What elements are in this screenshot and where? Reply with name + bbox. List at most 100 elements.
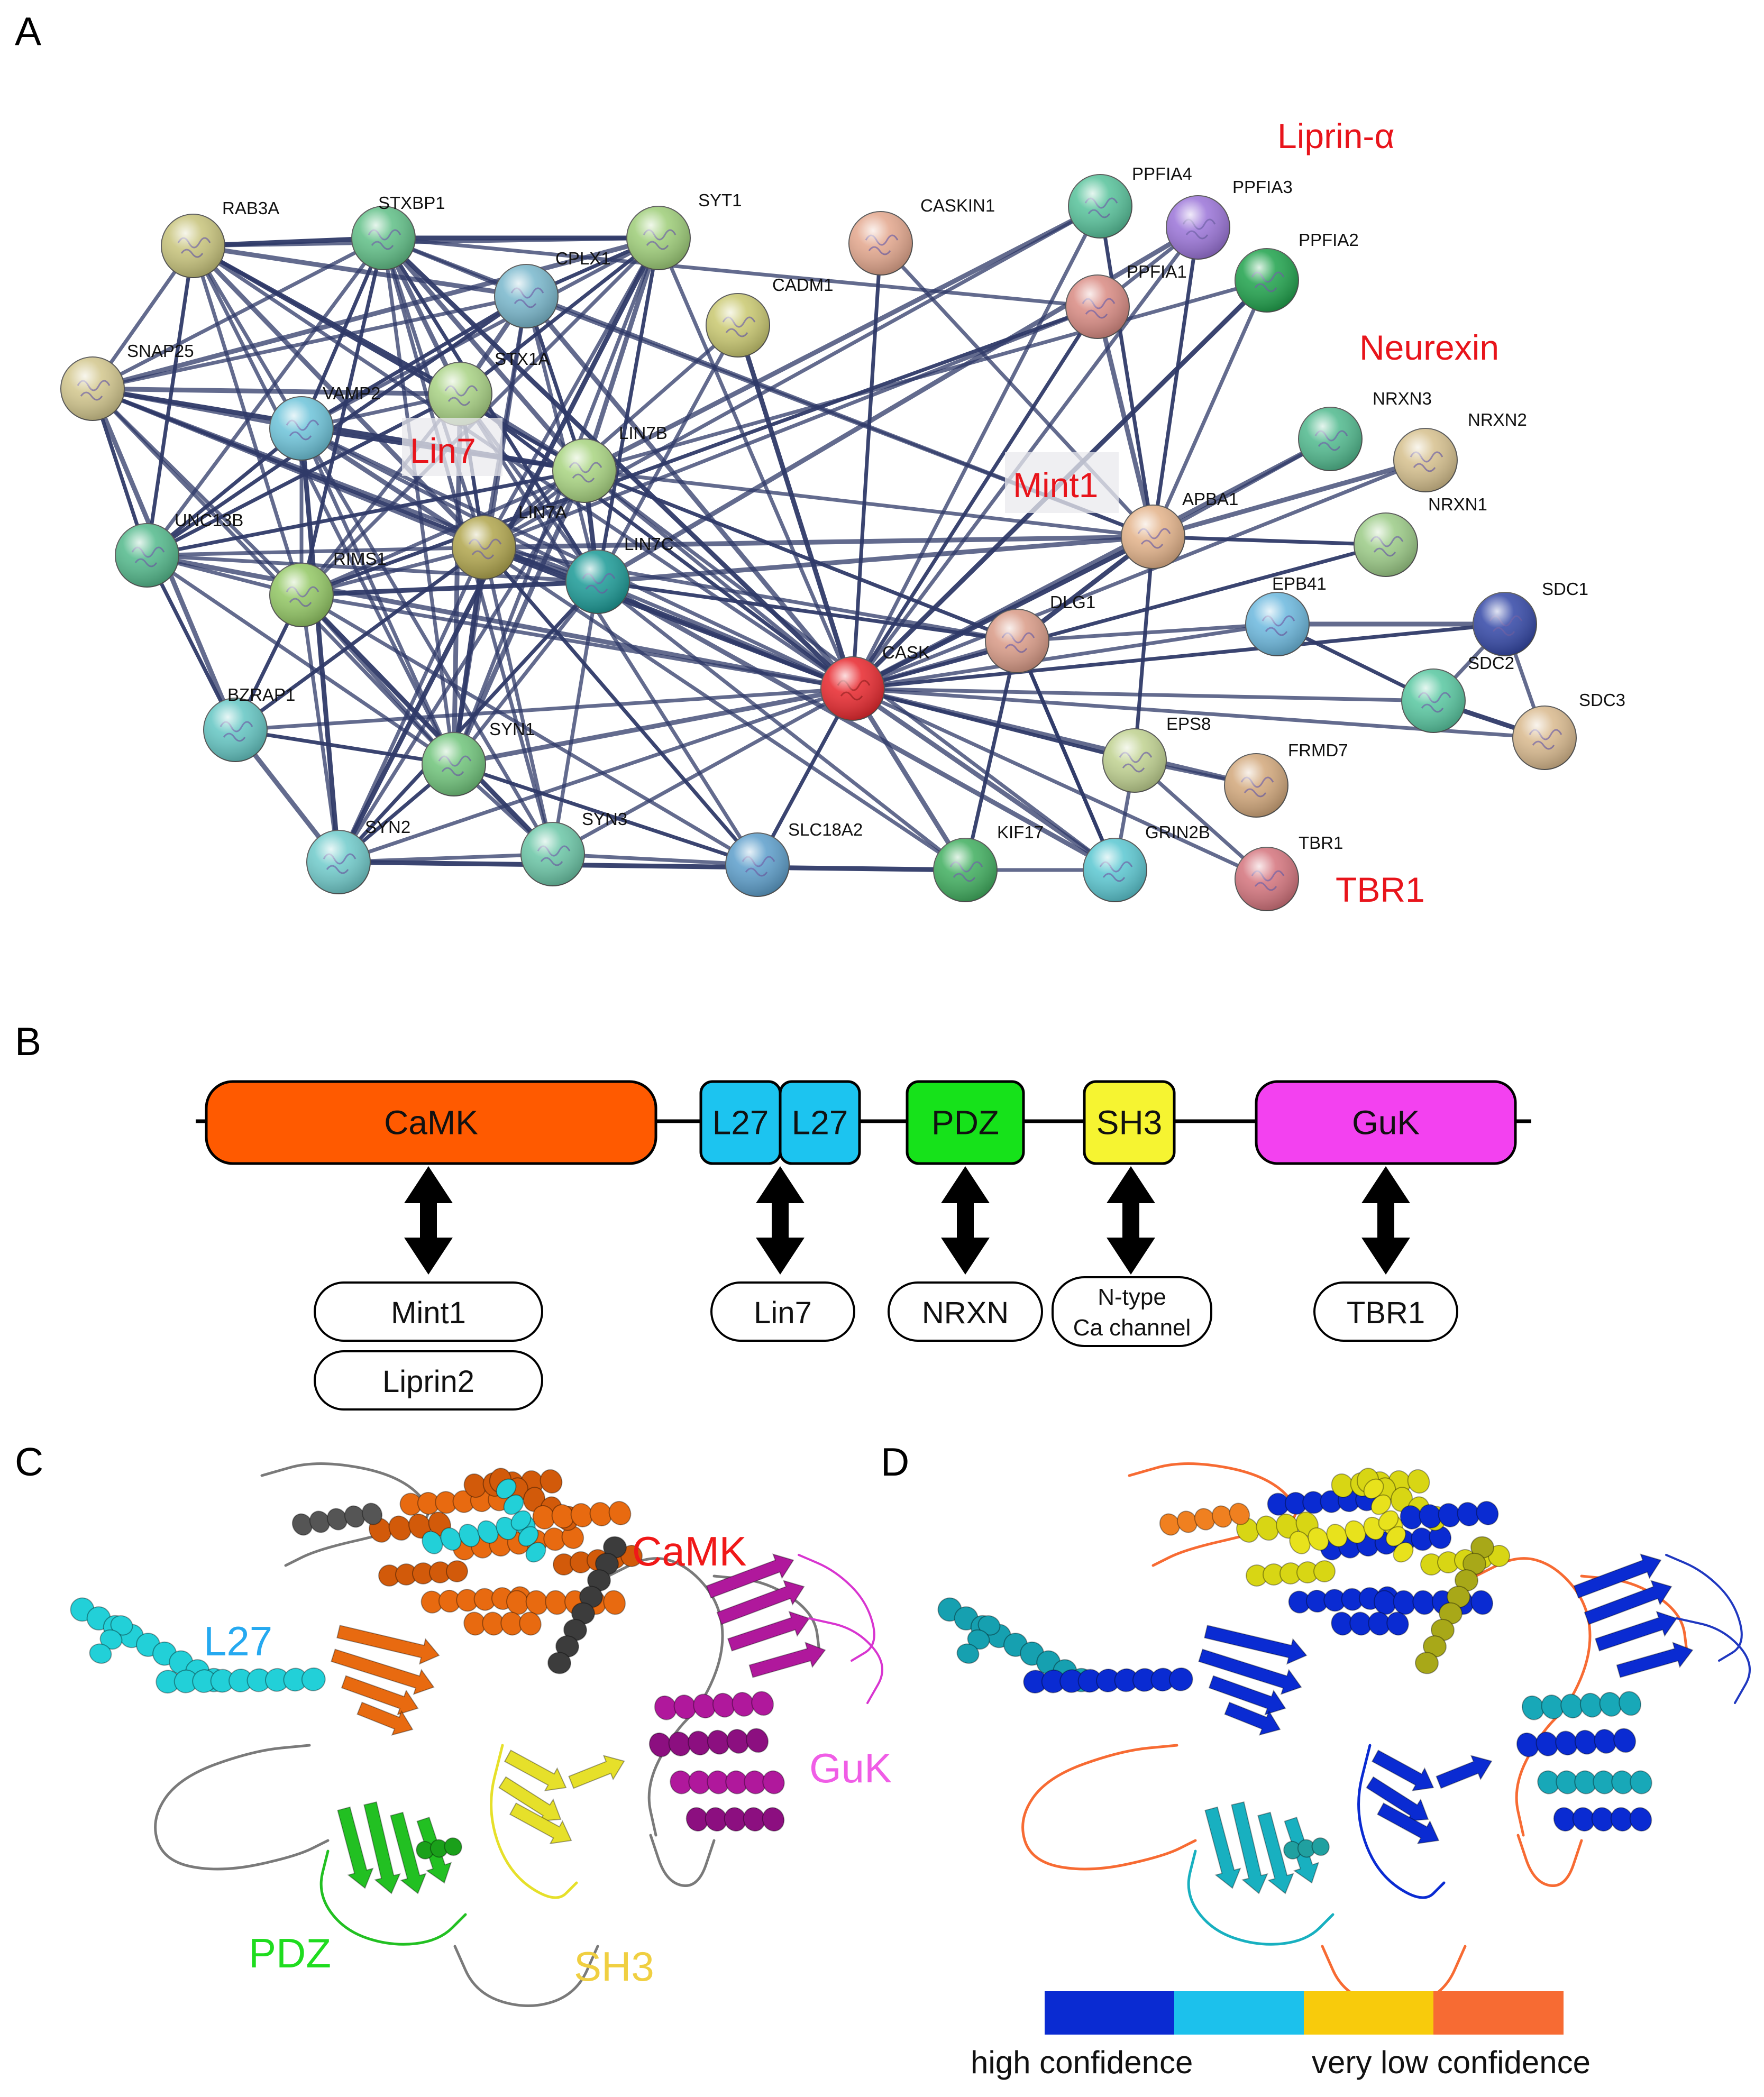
network-node[interactable]: STX1A (428, 349, 550, 426)
group-label-tbr1: TBR1 (1336, 870, 1425, 909)
helix-turn (1613, 1728, 1637, 1753)
network-node[interactable]: APBA1 (1121, 489, 1238, 569)
network-node[interactable]: CASKIN1 (848, 196, 995, 276)
strand-guk (727, 1610, 810, 1652)
network-node[interactable]: RAB3A (161, 198, 279, 278)
loop-pdz (319, 1849, 467, 1946)
network-edge (1095, 306, 1156, 538)
network-node[interactable]: KIF17 (933, 822, 1044, 902)
network-edge (852, 622, 1278, 691)
group-label-liprin: Liprin-α (1277, 116, 1395, 155)
network-node[interactable]: TBR1 (1235, 833, 1343, 911)
network-edge (1151, 279, 1269, 538)
network-node[interactable]: NRXN2 (1393, 410, 1527, 492)
node-gloss (627, 206, 690, 270)
panel-letter-b: B (15, 1019, 41, 1064)
helix-turn (762, 1807, 785, 1832)
network-edge (235, 728, 454, 766)
node-label: CASKIN1 (920, 196, 995, 215)
network-node[interactable]: PPFIA2 (1235, 230, 1359, 313)
network-node[interactable]: SNAP25 (60, 341, 194, 421)
network-node[interactable]: DLG1 (985, 592, 1095, 673)
legend-swatch (1045, 1991, 1175, 2035)
helix-guk (1521, 1691, 1642, 1720)
node-label: CASK (882, 643, 930, 662)
network-node[interactable]: LIN7C (565, 534, 674, 614)
network-node[interactable]: NRXN1 (1354, 495, 1487, 577)
network-edge (483, 534, 1154, 550)
network-node[interactable]: SYN1 (422, 719, 535, 796)
helix-l27 (156, 1667, 326, 1694)
helix-camk (378, 1560, 468, 1587)
partner-box-liprin2 (314, 1350, 543, 1411)
network-node[interactable]: SYT1 (626, 190, 742, 270)
node-label: VAMP2 (323, 383, 380, 403)
network-node[interactable]: SYN2 (306, 817, 410, 894)
legend-swatch (1433, 1991, 1564, 2035)
node-label: CPLX1 (555, 249, 611, 268)
helix-turn (1619, 1691, 1642, 1716)
node-label: EPB41 (1272, 574, 1327, 593)
partner-lin7: Lin7 (754, 1296, 812, 1330)
helix-turn (1386, 1611, 1409, 1636)
network-edge (735, 324, 855, 690)
network-edge (146, 554, 455, 766)
helix-turn (459, 1524, 480, 1547)
network-edge (1152, 437, 1331, 539)
network-edges (90, 204, 1547, 881)
strand-sh3 (509, 1802, 572, 1845)
node-gloss (1235, 249, 1299, 312)
group-label-mint1: Mint1 (1013, 465, 1098, 505)
network-edge (191, 245, 304, 429)
node-gloss (1083, 838, 1147, 902)
domain-box-guk (1255, 1080, 1517, 1165)
network-node[interactable]: UNC13B (115, 510, 243, 588)
network-node[interactable]: EPS8 (1102, 714, 1211, 793)
network-edge (1153, 535, 1386, 547)
network-node[interactable]: PPFIA3 (1166, 177, 1293, 260)
helix-turn (1229, 1503, 1250, 1525)
network-edge (299, 428, 341, 863)
network-node[interactable]: SDC3 (1512, 690, 1625, 770)
network-edge (852, 543, 1386, 691)
network-node[interactable]: STXBP1 (351, 193, 445, 270)
panel-letter-a: A (15, 9, 41, 53)
network-edge (851, 686, 1117, 872)
strand-camk (1224, 1701, 1281, 1736)
node-label: FRMD7 (1288, 740, 1348, 760)
network-node[interactable]: SDC1 (1473, 579, 1588, 656)
network-node[interactable]: CADM1 (706, 275, 834, 358)
helix-turn (1308, 1527, 1329, 1551)
network-node[interactable]: SDC2 (1401, 653, 1514, 733)
node-label: PPFIA3 (1232, 177, 1293, 197)
helix-pdz (1283, 1837, 1330, 1860)
network-node[interactable]: EPB41 (1245, 574, 1327, 656)
network-node[interactable]: CASK (820, 643, 930, 721)
network-node[interactable]: RIMS1 (269, 549, 387, 627)
network-node[interactable]: LIN7A (452, 502, 567, 580)
network-edge (338, 859, 966, 873)
network-node[interactable]: SYN3 (520, 809, 627, 886)
network-node[interactable]: CPLX1 (494, 249, 611, 328)
node-gloss (1394, 428, 1457, 492)
network-node[interactable]: PPFIA1 (1065, 262, 1187, 339)
node-label: SDC2 (1468, 653, 1514, 673)
helix-camk (463, 1611, 542, 1636)
helix-turn (1168, 1667, 1193, 1691)
node-label: UNC13B (175, 510, 243, 530)
node-label: LIN7C (624, 534, 674, 554)
network-node[interactable]: NRXN3 (1298, 389, 1432, 471)
network-node[interactable]: VAMP2 (269, 383, 380, 461)
network-edge (482, 547, 555, 855)
network-node[interactable]: PPFIA4 (1068, 164, 1192, 239)
network-edge (453, 686, 853, 767)
network-node[interactable]: BZRAP1 (203, 685, 295, 762)
network-node[interactable]: LIN7B (552, 423, 668, 503)
binding-arrow-pdz (941, 1166, 990, 1275)
node-gloss (452, 516, 516, 579)
domain-label-pdz: PDZ (931, 1104, 999, 1142)
network-node[interactable]: SLC18A2 (725, 820, 863, 897)
network-node[interactable]: GRIN2B (1083, 822, 1210, 902)
node-gloss (553, 439, 616, 502)
network-node[interactable]: FRMD7 (1224, 740, 1348, 818)
